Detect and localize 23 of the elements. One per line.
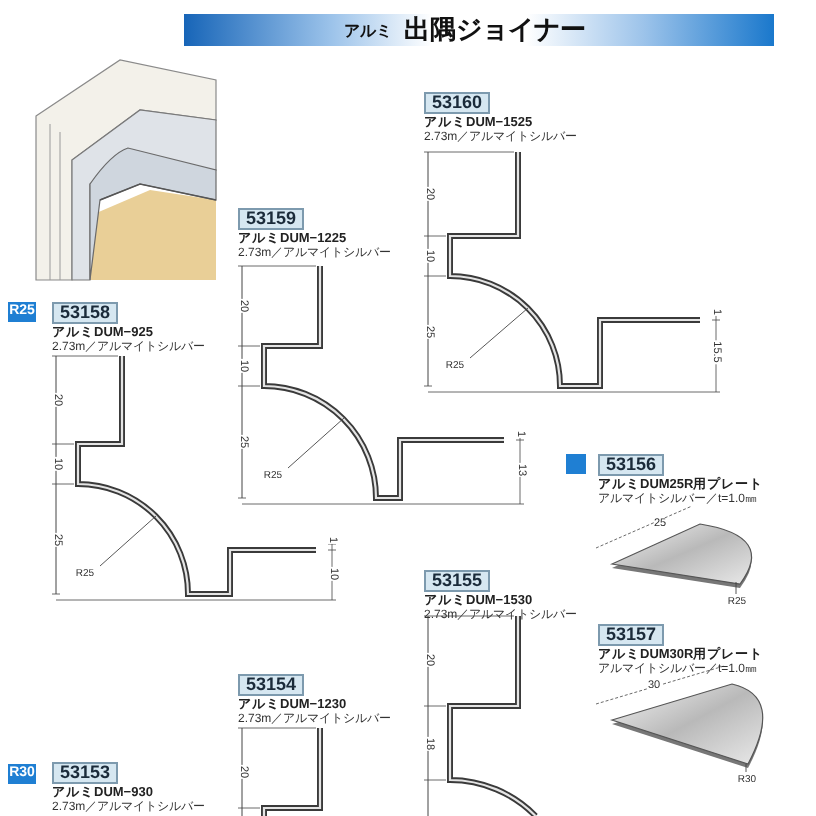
product-code-box: 53158 (52, 302, 118, 324)
product-code-box: 53154 (238, 674, 304, 696)
marker-square (566, 454, 586, 474)
product-code-box: 53155 (424, 570, 490, 592)
profile-drawing (261, 266, 504, 501)
profile-drawing (447, 152, 700, 389)
profile-drawing (447, 616, 538, 816)
plate-drawing (611, 523, 753, 588)
title-prefix: アルミ (344, 22, 392, 40)
product-code-box: 53160 (424, 92, 490, 114)
leader-line (287, 417, 345, 469)
product-code-box: 53156 (598, 454, 664, 476)
title: 出隅ジョイナー (404, 16, 586, 44)
leader-line (745, 763, 747, 773)
leader-line (99, 515, 157, 567)
profile-drawing (261, 728, 323, 816)
product-code-box: 53159 (238, 208, 304, 230)
leader-line (469, 307, 529, 359)
plate-drawing (611, 683, 764, 768)
product-code-box: 53157 (598, 624, 664, 646)
leader-line (735, 581, 737, 595)
product-code-box: 53153 (52, 762, 118, 784)
profile-drawing (75, 356, 316, 597)
